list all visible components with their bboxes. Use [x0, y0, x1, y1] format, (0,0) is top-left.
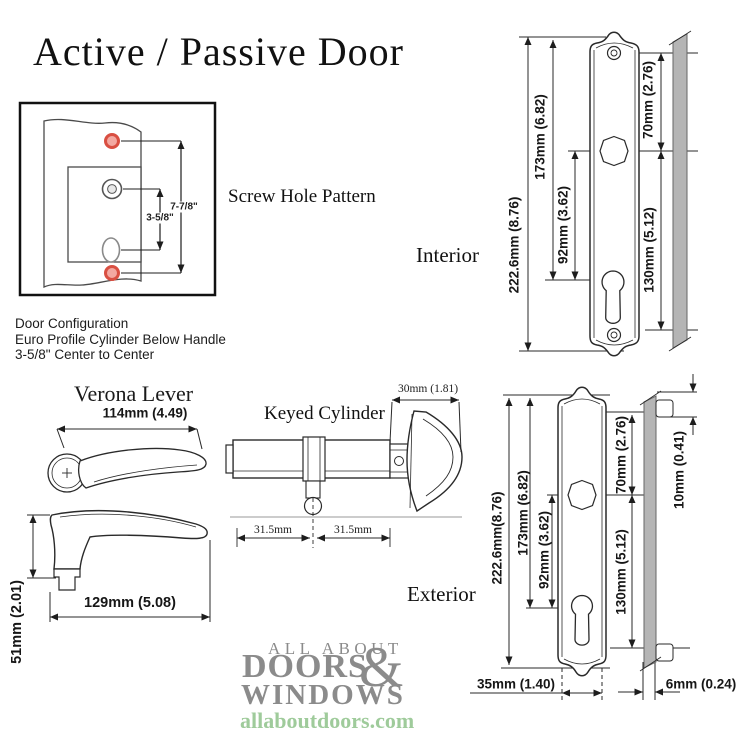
screw-pattern-inner-dim: 3-5/8"	[145, 212, 175, 224]
interior-side-profile	[672, 33, 688, 349]
interior-plate-diagram	[519, 30, 698, 357]
interior-dim-overall: 222.6mm (8.76)	[506, 196, 522, 294]
config-line-2: Euro Profile Cylinder Below Handle	[15, 331, 226, 347]
cylinder-slot	[101, 237, 121, 263]
logo-windows: WINDOWS	[241, 679, 405, 711]
cylinder-title: Keyed Cylinder	[264, 403, 385, 424]
interior-dim-spindle-to-screw: 130mm (5.12)	[641, 207, 657, 293]
lever-top-view	[78, 447, 207, 489]
interior-dim-top-to-cylinder: 173mm (6.82)	[532, 94, 548, 180]
exterior-spindle-hole	[567, 479, 597, 511]
logo-doors: DOORS	[242, 648, 368, 685]
exterior-side-profile	[643, 395, 657, 669]
exterior-dim-spindle-to-boss: 130mm (5.12)	[613, 529, 629, 615]
interior-top-screw	[606, 45, 622, 61]
config-line-3: 3-5/8" Center to Center	[15, 347, 155, 362]
lever-dim-length: 129mm (5.08)	[84, 595, 176, 611]
screw-hole-pattern-diagram	[18, 101, 217, 297]
interior-euro-cylinder-hole	[601, 270, 625, 324]
screw-hole-bottom	[104, 265, 120, 281]
lever-side-view	[49, 509, 208, 570]
company-logo: ALL ABOUT DOORS & WINDOWS allaboutdoors.…	[238, 637, 416, 737]
screw-hole-top	[104, 133, 120, 149]
exterior-dim-width: 35mm (1.40)	[476, 676, 556, 692]
interior-title: Interior	[416, 243, 479, 267]
exterior-plate-diagram	[470, 374, 697, 701]
exterior-dim-boss-depth: 10mm (0.41)	[671, 430, 687, 510]
thumbturn-hub	[389, 443, 410, 479]
exterior-euro-cylinder-hole	[570, 594, 594, 646]
interior-dim-screw-to-spindle: 70mm (2.76)	[640, 60, 656, 140]
keyed-cylinder-diagram	[225, 396, 463, 548]
logo-website-url: allaboutdoors.com	[240, 708, 415, 733]
interior-bottom-screw	[606, 327, 622, 343]
exterior-dim-thickness: 6mm (0.24)	[665, 676, 737, 692]
thumbturn-fan	[406, 410, 463, 513]
exterior-top-boss	[655, 399, 674, 418]
cylinder-cam	[302, 436, 326, 482]
exterior-dim-top-to-cylinder: 173mm (6.82)	[515, 470, 531, 556]
interior-dim-spindle-to-cylinder: 92mm (3.62)	[555, 185, 571, 265]
screw-pattern-title: Screw Hole Pattern	[228, 186, 376, 207]
door-configuration-note: Door Configuration Euro Profile Cylinder…	[15, 316, 226, 363]
verona-lever-diagram	[27, 425, 211, 622]
cylinder-dim-left: 31.5mm	[252, 524, 294, 536]
page-title: Active / Passive Door	[33, 29, 404, 74]
logo-ampersand: &	[359, 636, 404, 699]
screw-pattern-outer-dim: 7-7/8"	[169, 201, 199, 213]
exterior-title: Exterior	[407, 582, 476, 606]
exterior-dim-overall: 222.6mm(8.76)	[489, 491, 505, 585]
lever-title: Verona Lever	[74, 381, 194, 406]
lever-dim-height: 51mm (2.01)	[9, 580, 25, 664]
exterior-bottom-boss	[655, 643, 674, 662]
lever-dim-width: 114mm (4.49)	[102, 405, 188, 421]
config-line-1: Door Configuration	[15, 316, 129, 331]
cylinder-dim-right: 31.5mm	[332, 524, 374, 536]
exterior-dim-spindle-to-cylinder: 92mm (3.62)	[536, 510, 552, 590]
logo-all-about: ALL ABOUT	[268, 639, 403, 658]
lever-spindle-foot	[53, 568, 81, 591]
interior-spindle-hole	[599, 135, 629, 167]
cylinder-dim-thumbturn: 30mm (1.81)	[396, 383, 460, 395]
exterior-dim-boss-to-spindle: 70mm (2.76)	[613, 415, 629, 495]
